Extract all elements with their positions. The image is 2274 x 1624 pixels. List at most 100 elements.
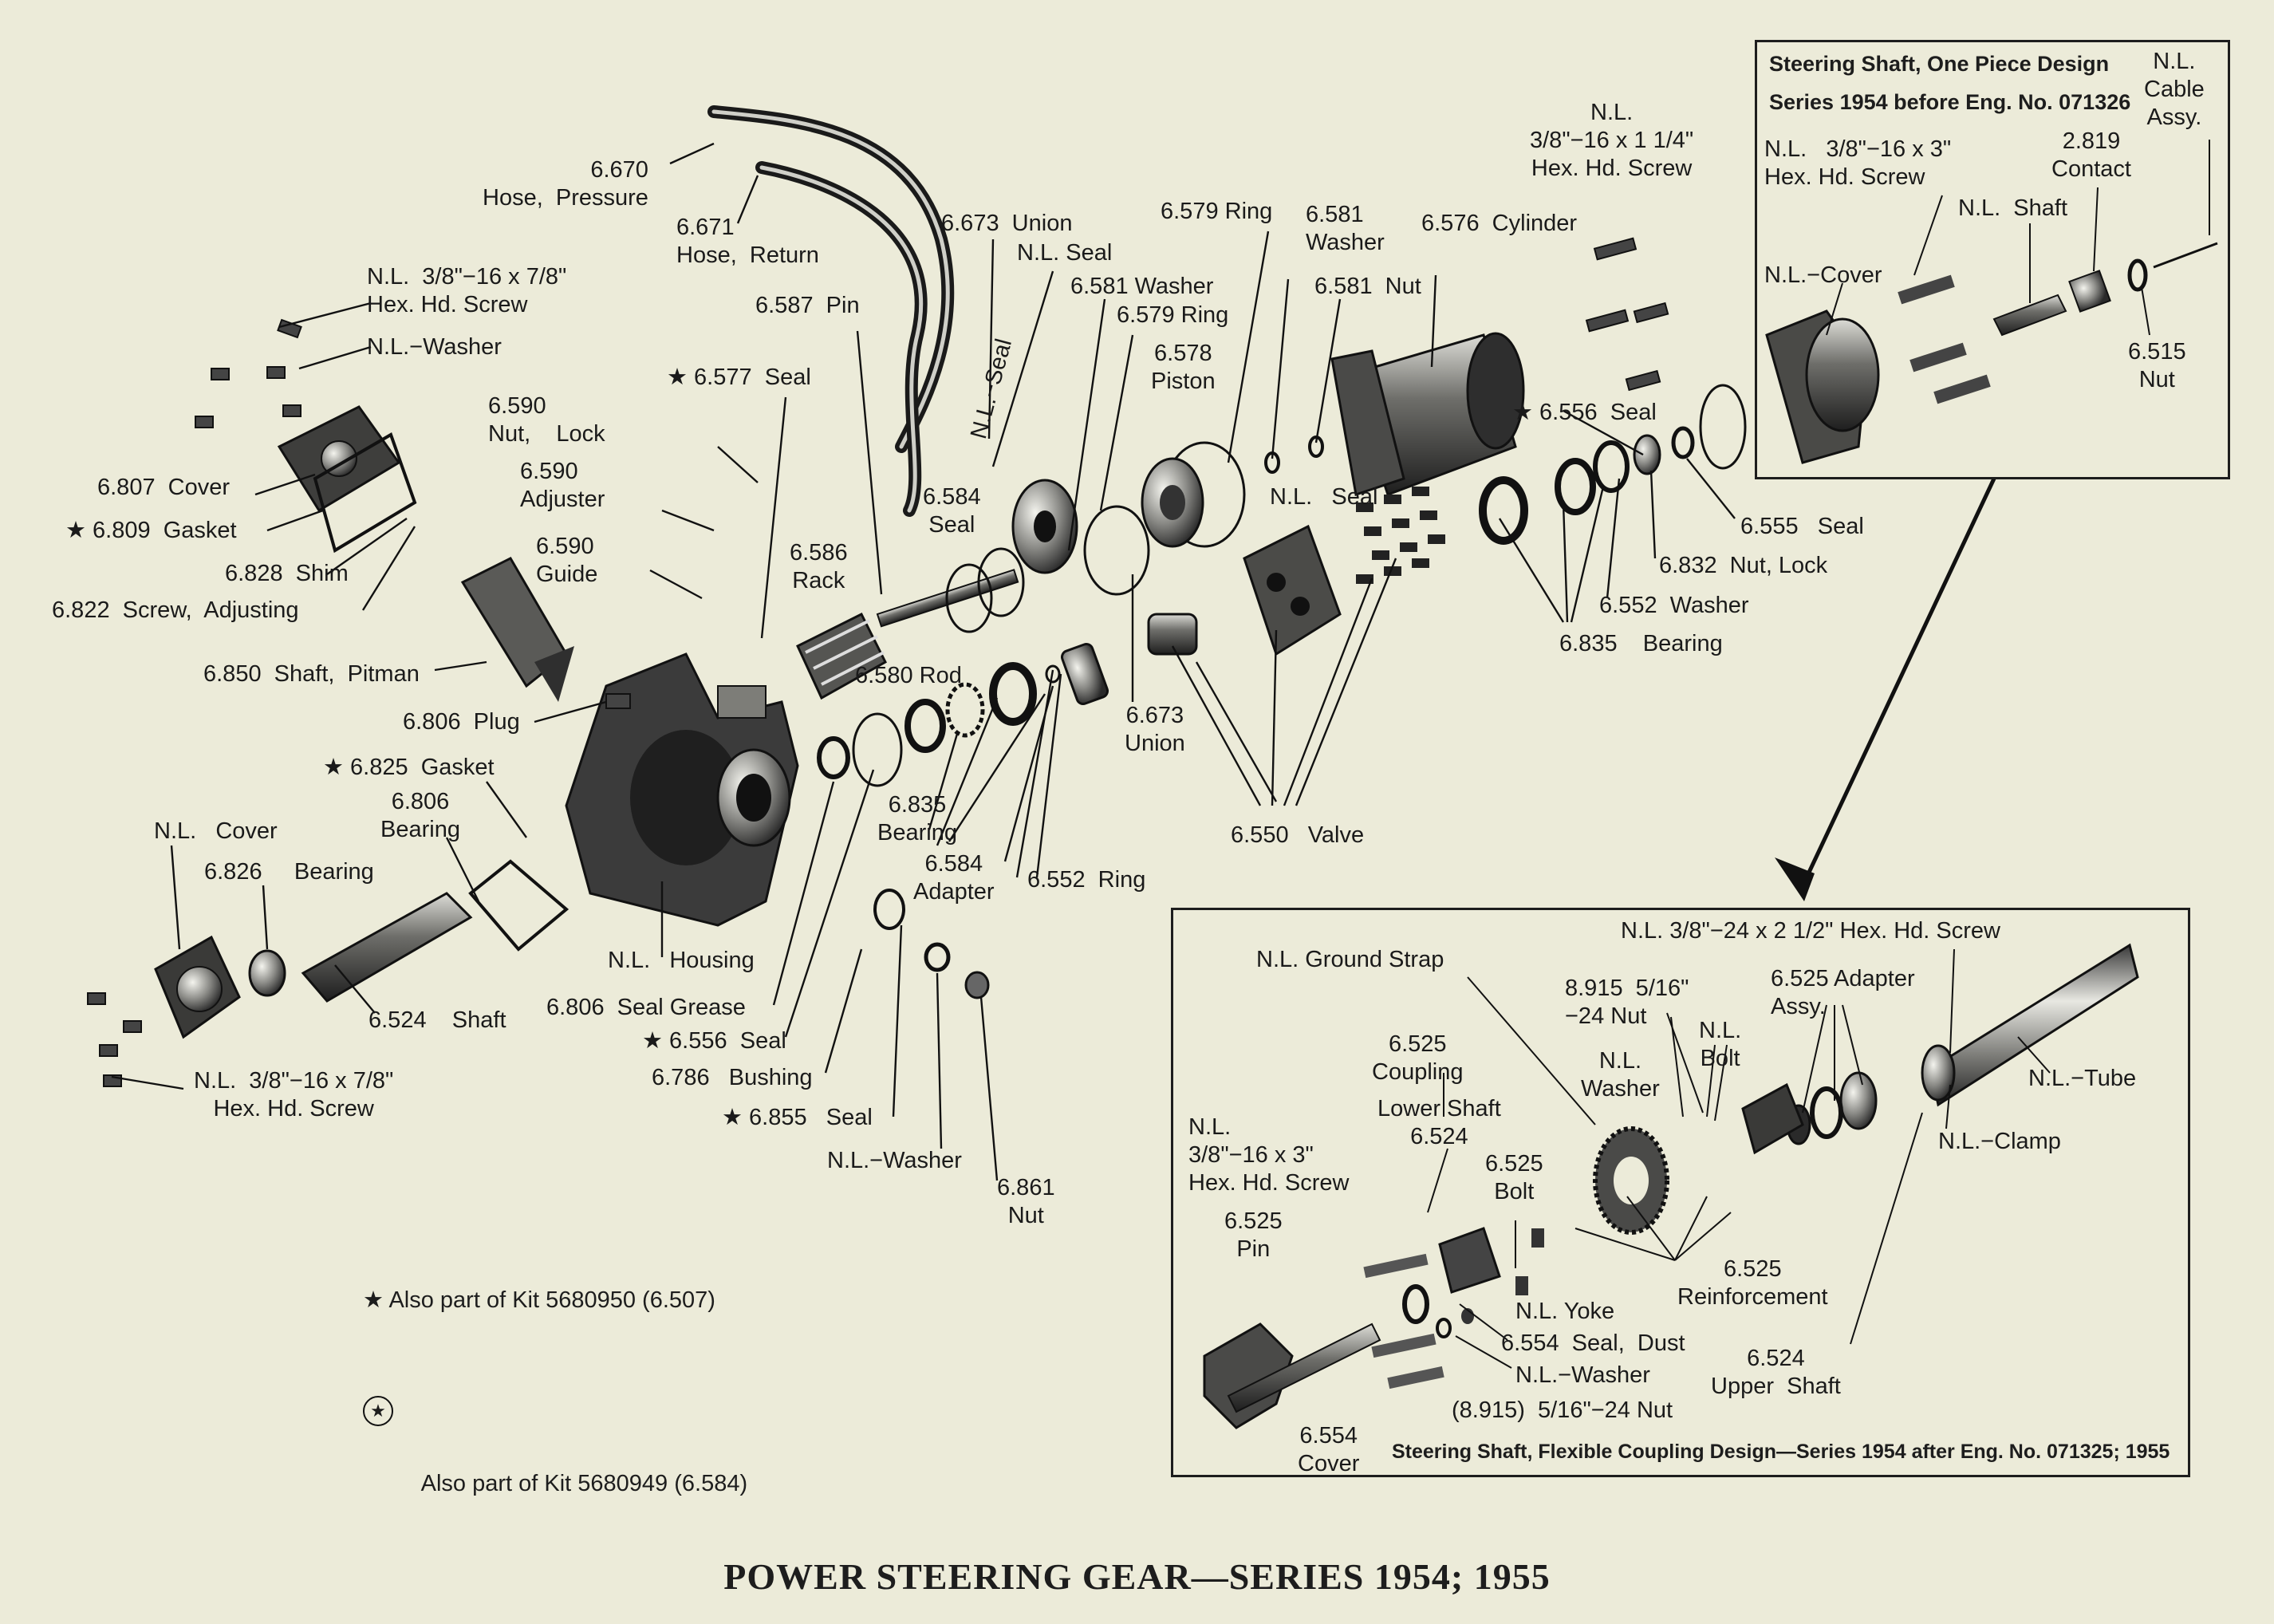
inset-bottom-art: [1203, 943, 2139, 1429]
label-seal-6855: ★ 6.855 Seal: [722, 1105, 873, 1130]
label-rod-6580: 6.580 Rod: [855, 663, 962, 688]
legend-circled-star: Also part of Kit 5680949 (6.584): [420, 1471, 748, 1496]
label-washer-6581-a: 6.581 Washer: [1070, 274, 1214, 299]
label-shim-6828: 6.828 Shim: [225, 561, 349, 586]
label-plug-6806: 6.806 Plug: [403, 709, 520, 735]
page-caption: POWER STEERING GEAR—SERIES 1954; 1955: [723, 1556, 1551, 1597]
label-b-upper-shaft: 6.524 Upper Shaft: [1711, 1346, 1841, 1399]
label-shaft-pitman-6850: 6.850 Shaft, Pitman: [203, 661, 420, 687]
label-b-adapter-6525: 6.525 Adapter Assy.: [1771, 966, 1915, 1019]
hose-pressure-art: [707, 105, 955, 453]
label-ring-6579-a: 6.579 Ring: [1161, 199, 1273, 224]
inset-top-art: [1765, 140, 2218, 464]
label-seal-6556-a: ★ 6.556 Seal: [642, 1028, 786, 1054]
label-b-nut-8915: 8.915 5/16" −24 Nut: [1565, 976, 1689, 1029]
label-b-washer-nl: N.L. Washer: [1581, 1048, 1660, 1102]
callout-arrow: [1775, 477, 1996, 901]
label-screw-adj-6822: 6.822 Screw, Adjusting: [52, 597, 299, 623]
circled-star-icon: ★: [363, 1396, 393, 1426]
housing-art: [565, 652, 799, 927]
label-guide-6590: 6.590 Guide: [536, 534, 598, 587]
inset-bottom-title: Steering Shaft, Flexible Coupling Design…: [1392, 1441, 2170, 1463]
label-adjuster-6590: 6.590 Adjuster: [520, 459, 605, 512]
label-seal-6584-a: 6.584 Seal: [923, 484, 981, 538]
label-b-nut-8915b: (8.915) 5/16"−24 Nut: [1452, 1397, 1673, 1423]
label-union-6673-top: 6.673 Union: [941, 211, 1073, 236]
label-nl-seal-top: N.L. Seal: [1017, 240, 1113, 266]
label-inset-shaft: N.L. Shaft: [1958, 195, 2068, 221]
label-valve-6550: 6.550 Valve: [1231, 822, 1365, 848]
legend-circled-star-row: ★ Also part of Kit 5680949 (6.584): [363, 1392, 747, 1539]
legend: ★ Also part of Kit 5680950 (6.507) ★ Als…: [363, 1208, 747, 1575]
label-seal-6577: ★ 6.577 Seal: [667, 365, 811, 390]
label-bushing-6786: 6.786 Bushing: [652, 1065, 813, 1090]
label-piston-6578: 6.578 Piston: [1151, 341, 1216, 394]
label-nut-lock-6590: 6.590 Nut, Lock: [488, 393, 605, 447]
label-screw-nl-left: N.L. 3/8"−16 x 7/8" Hex. Hd. Screw: [367, 264, 567, 317]
label-screw-nl-top: N.L. 3/8"−16 x 1 1/4" Hex. Hd. Screw: [1530, 100, 1694, 181]
label-seal-6555: 6.555 Seal: [1740, 514, 1864, 539]
label-b-lower-shaft: Lower Shaft 6.524: [1377, 1096, 1501, 1149]
label-washer-6552: 6.552 Washer: [1599, 593, 1749, 618]
label-b-yoke: N.L. Yoke: [1515, 1299, 1615, 1324]
label-b-seal-dust: 6.554 Seal, Dust: [1501, 1330, 1685, 1356]
label-b-coupling-6525: 6.525 Coupling: [1372, 1031, 1464, 1085]
label-inset-cable: N.L. Cable Assy.: [2144, 49, 2205, 130]
label-nut-lock-6832: 6.832 Nut, Lock: [1659, 553, 1828, 578]
legend-star: ★ Also part of Kit 5680950 (6.507): [363, 1287, 715, 1313]
label-bearing-6826: 6.826 Bearing: [204, 859, 374, 885]
label-adapter-6584: 6.584 Adapter: [913, 851, 995, 905]
label-b-pin-6525: 6.525 Pin: [1224, 1208, 1283, 1262]
label-b-cover-6554: 6.554 Cover: [1298, 1423, 1360, 1476]
label-housing-nl: N.L. Housing: [608, 948, 755, 973]
label-inset-contact: 2.819 Contact: [2051, 128, 2131, 182]
label-b-bolt-6525: 6.525 Bolt: [1485, 1151, 1543, 1204]
cover-6807-art: [277, 405, 417, 554]
label-gasket-6809: ★ 6.809 Gasket: [65, 518, 237, 543]
label-b-screw-24: N.L. 3/8"−24 x 2 1/2" Hex. Hd. Screw: [1621, 918, 2000, 944]
label-washer-nl-mid: N.L.−Washer: [827, 1148, 962, 1173]
left-cover-art: [154, 859, 569, 1039]
hose-return-art: [755, 161, 928, 517]
label-nl-cover-left: N.L. Cover: [154, 818, 278, 844]
label-inset-screw: N.L. 3/8"−16 x 3" Hex. Hd. Screw: [1764, 136, 1952, 190]
label-b-reinforcement: 6.525 Reinforcement: [1677, 1256, 1828, 1310]
label-b-washer-nl2: N.L.−Washer: [1515, 1362, 1650, 1388]
label-b-clamp: N.L.−Clamp: [1938, 1129, 2061, 1154]
inset-top-title-line1: Steering Shaft, One Piece Design: [1769, 52, 2110, 76]
leader-lines: [111, 142, 1736, 1181]
label-shaft-6524: 6.524 Shaft: [368, 1007, 506, 1033]
label-rack-6586: 6.586 Rack: [790, 540, 848, 593]
label-hose-return: 6.671 Hose, Return: [676, 215, 819, 268]
label-bearing-6835-b: 6.835 Bearing: [1559, 631, 1723, 656]
label-bearing-6835-a: 6.835 Bearing: [877, 792, 957, 846]
label-bearing-6806: 6.806 Bearing: [380, 789, 460, 842]
label-nut-6861: 6.861 Nut: [997, 1175, 1055, 1228]
cylinder-art: [1330, 332, 1525, 496]
label-washer-nl-left: N.L.−Washer: [367, 334, 502, 360]
label-hose-pressure: 6.670 Hose, Pressure: [483, 157, 648, 211]
label-cylinder-6576: 6.576 Cylinder: [1421, 211, 1578, 236]
center-rings-art: [817, 436, 1324, 999]
pitman-shaft-art: [460, 557, 574, 702]
label-b-bolt-nl: N.L. Bolt: [1699, 1018, 1742, 1071]
label-ring-6579-b: 6.579 Ring: [1117, 302, 1229, 328]
label-union-6673-mid: 6.673 Union: [1125, 703, 1185, 756]
inset-top-frame: [1755, 40, 2230, 479]
label-pin-6587: 6.587 Pin: [755, 293, 860, 318]
right-bearings-art: [1479, 384, 1747, 545]
valve-art: [1060, 487, 1445, 705]
label-b-ground-strap: N.L. Ground Strap: [1256, 947, 1444, 972]
label-ring-6552: 6.552 Ring: [1027, 867, 1146, 893]
inset-bottom-frame: [1171, 908, 2190, 1477]
label-nl-seal-mid: N.L. Seal: [1270, 484, 1378, 510]
label-cover-6807: 6.807 Cover: [97, 475, 231, 500]
label-gasket-6825: ★ 6.825 Gasket: [323, 755, 495, 780]
label-b-tube: N.L.−Tube: [2028, 1066, 2137, 1091]
label-washer-6581-b: 6.581 Washer: [1306, 202, 1385, 255]
label-inset-nut-6515: 6.515 Nut: [2128, 339, 2186, 392]
label-seal-grease-6806: 6.806 Seal Grease: [546, 995, 746, 1020]
label-seal-6556-b: ★ 6.556 Seal: [1512, 400, 1657, 425]
piston-art: [1011, 457, 1204, 574]
